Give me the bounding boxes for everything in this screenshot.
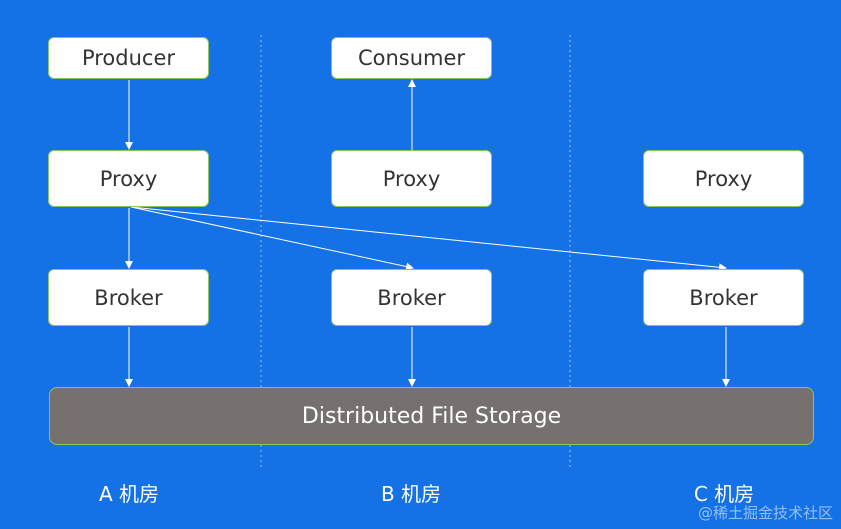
broker-a-label: Broker — [94, 285, 163, 310]
proxy-c-label: Proxy — [694, 166, 753, 191]
broker-b-label: Broker — [377, 285, 446, 310]
arrow-proxy-a-to-broker-b — [130, 206, 414, 271]
proxy-a-label: Proxy — [99, 166, 158, 191]
broker-c-label: Broker — [689, 285, 758, 310]
broker-node-c: Broker — [643, 269, 804, 326]
room-label-b: B 机房 — [380, 482, 442, 506]
producer-node: Producer — [48, 37, 209, 79]
consumer-label: Consumer — [357, 46, 466, 70]
room-label-a: A 机房 — [98, 482, 160, 506]
producer-label: Producer — [81, 46, 176, 70]
distributed-file-storage: Distributed File Storage — [49, 387, 814, 445]
watermark: @稀土掘金技术社区 — [697, 504, 833, 522]
broker-node-b: Broker — [331, 269, 492, 326]
broker-node-a: Broker — [48, 269, 209, 326]
storage-label: Distributed File Storage — [301, 403, 562, 429]
proxy-node-c: Proxy — [643, 150, 804, 207]
proxy-b-label: Proxy — [382, 166, 441, 191]
consumer-node: Consumer — [331, 37, 492, 79]
room-label-c: C 机房 — [693, 482, 755, 506]
proxy-node-a: Proxy — [48, 150, 209, 207]
arrow-proxy-a-to-broker-c — [130, 206, 727, 272]
proxy-node-b: Proxy — [331, 150, 492, 207]
